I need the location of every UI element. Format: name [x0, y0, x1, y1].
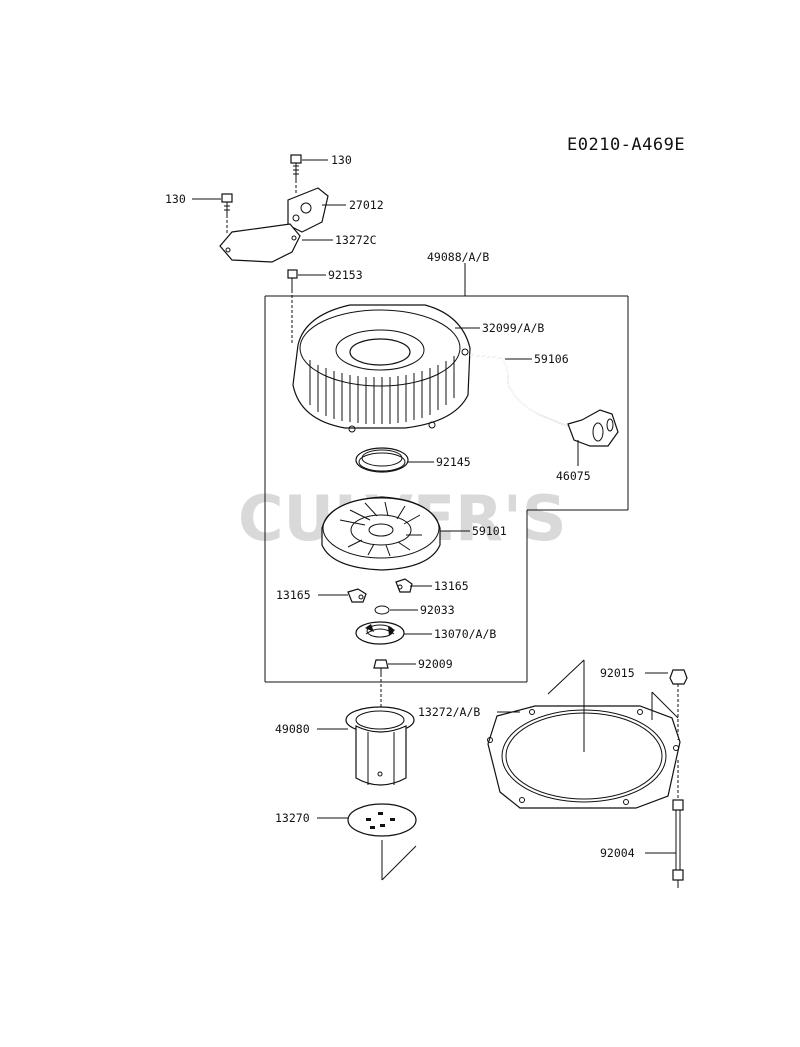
recoil-spring-92145[interactable] — [355, 447, 409, 473]
gasket-13272[interactable] — [487, 705, 681, 809]
o-ring-92033[interactable] — [374, 605, 390, 615]
label-92004: 92004 — [600, 846, 635, 860]
cover-plate-13272c[interactable] — [219, 223, 301, 263]
label-59106: 59106 — [534, 352, 569, 366]
starter-handle-46075[interactable] — [567, 409, 619, 447]
label-46075: 46075 — [556, 469, 591, 483]
label-130-top: 130 — [331, 153, 352, 167]
assembly-frame — [264, 263, 629, 683]
label-92015: 92015 — [600, 666, 635, 680]
bolt-92153[interactable] — [287, 269, 298, 345]
starter-cup-49080[interactable] — [345, 706, 415, 786]
label-92009: 92009 — [418, 657, 453, 671]
label-13165-right: 13165 — [434, 579, 469, 593]
bolt-130-left[interactable] — [221, 193, 233, 235]
label-27012: 27012 — [349, 198, 384, 212]
label-13070: 13070/A/B — [434, 627, 496, 641]
bolt-130-top[interactable] — [290, 154, 302, 195]
label-92145: 92145 — [436, 455, 471, 469]
reel-59101[interactable] — [321, 496, 441, 571]
label-49080: 49080 — [275, 722, 310, 736]
label-13270: 13270 — [275, 811, 310, 825]
label-49088: 49088/A/B — [427, 250, 489, 264]
label-92033: 92033 — [420, 603, 455, 617]
screw-92009[interactable] — [373, 659, 389, 712]
starter-rope-59106[interactable] — [469, 354, 573, 429]
label-59101: 59101 — [472, 524, 507, 538]
label-13165-left: 13165 — [276, 588, 311, 602]
label-32099: 32099/A/B — [482, 321, 544, 335]
label-13272ab: 13272/A/B — [418, 705, 480, 719]
diagram-code: E0210-A469E — [567, 135, 685, 155]
ratchet-13165-left[interactable] — [347, 588, 367, 603]
label-92153: 92153 — [328, 268, 363, 282]
starter-housing-32099[interactable] — [292, 304, 471, 433]
stud-92004[interactable] — [672, 760, 684, 888]
ratchet-guide-13070[interactable] — [355, 621, 405, 645]
plate-13270[interactable] — [347, 803, 417, 837]
label-13272c: 13272C — [335, 233, 377, 247]
nut-92015[interactable] — [669, 669, 688, 740]
ratchet-13165-right[interactable] — [395, 578, 413, 593]
label-130-left: 130 — [165, 192, 186, 206]
bracket-27012[interactable] — [287, 187, 329, 233]
